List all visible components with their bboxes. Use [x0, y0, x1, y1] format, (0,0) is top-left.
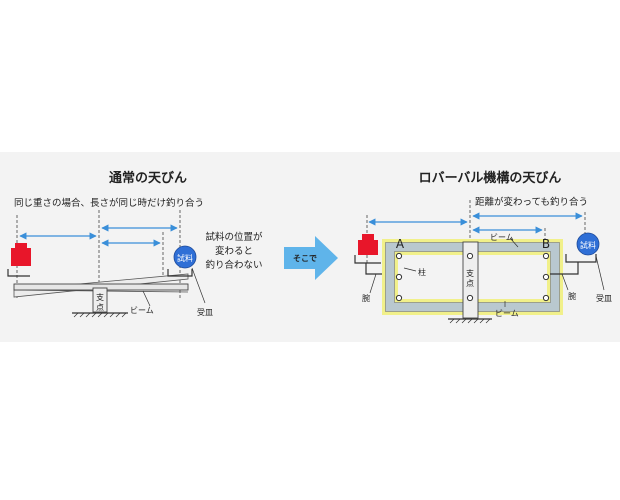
beam-leader — [142, 290, 151, 307]
right-sample-label: 試料 — [580, 240, 596, 250]
point-a-label: A — [396, 237, 405, 251]
left-fulcrum-label-top: 支 — [96, 292, 104, 302]
sample-icon — [173, 245, 197, 269]
arm-right-leader — [561, 273, 569, 291]
right-beam-top-label: ビーム — [490, 233, 514, 242]
right-fulcrum-label-bottom: 点 — [466, 279, 474, 288]
right-left-pan — [354, 255, 381, 264]
right-sample-icon — [576, 232, 600, 256]
arrow-label: そこで — [293, 254, 317, 263]
right-arm-right-label: 腕 — [568, 291, 576, 301]
transition-arrow: そこで — [284, 236, 338, 280]
pan-leader — [191, 267, 206, 304]
left-subtitle: 同じ重さの場合、長さが同じ時だけ釣り合う — [14, 197, 204, 209]
ground-hatching — [73, 312, 127, 318]
right-subtitle: 距離が変わっても釣り合う — [475, 196, 588, 208]
beam-top-leader — [509, 237, 519, 248]
pivot-points — [395, 252, 550, 302]
left-pan-label: 受皿 — [197, 307, 213, 317]
note-line-1: 試料の位置が — [205, 231, 263, 243]
right-pan — [167, 269, 193, 277]
left-title: 通常の天びん — [109, 170, 187, 186]
right-weight-icon — [358, 234, 378, 255]
left-pan — [7, 269, 30, 277]
arrow-shape — [284, 236, 338, 280]
right-right-arm — [550, 262, 579, 275]
ordinary-balance: 通常の天びん 同じ重さの場合、長さが同じ時だけ釣り合う 試料 支 点 — [7, 170, 263, 318]
arm-left-leader — [369, 273, 377, 294]
roberval-balance: ロバーバル機構の天びん 距離が変わっても釣り合う 支 点 — [354, 170, 612, 324]
right-title: ロバーバル機構の天びん — [419, 170, 562, 186]
point-b-label: B — [542, 237, 550, 251]
right-arm-left-label: 腕 — [362, 293, 370, 303]
left-sample-label: 試料 — [177, 253, 193, 263]
right-beam-bottom-label: ビーム — [495, 309, 519, 318]
pillar-leader — [403, 267, 417, 272]
weight-icon — [11, 243, 31, 266]
right-pan-leader — [595, 255, 605, 291]
right-pan-label: 受皿 — [596, 293, 612, 303]
note-line-3: 釣り合わない — [205, 259, 262, 271]
fulcrum — [92, 287, 108, 313]
right-fulcrum — [462, 241, 479, 319]
note-line-2: 変わると — [215, 245, 253, 257]
right-pillar-label: 柱 — [418, 267, 426, 277]
right-right-pan — [565, 254, 597, 263]
right-fulcrum-label-top: 支 — [466, 268, 474, 278]
left-beam-label: ビーム — [130, 306, 154, 315]
right-ground-hatching — [449, 318, 491, 324]
left-fulcrum-label-bottom: 点 — [96, 303, 104, 312]
